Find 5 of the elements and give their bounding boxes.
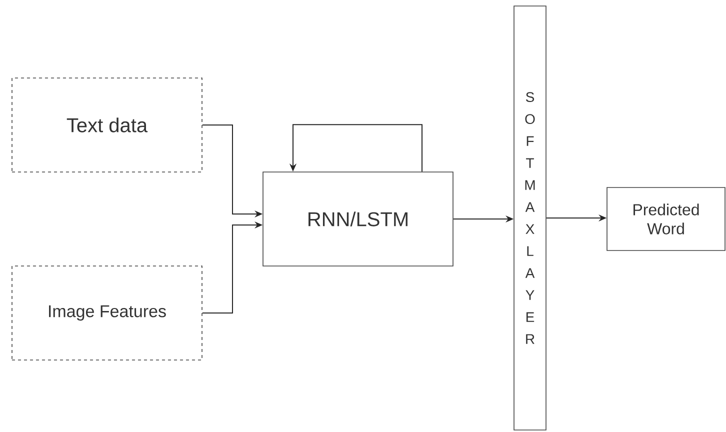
- input-box: Image Features: [12, 266, 202, 360]
- layer-bar: SOFTMAX LAYER: [514, 6, 546, 430]
- input-box: Text data: [12, 78, 202, 172]
- process-box: RNN/LSTM: [262, 172, 454, 266]
- output-box: Predicted Word: [606, 187, 726, 251]
